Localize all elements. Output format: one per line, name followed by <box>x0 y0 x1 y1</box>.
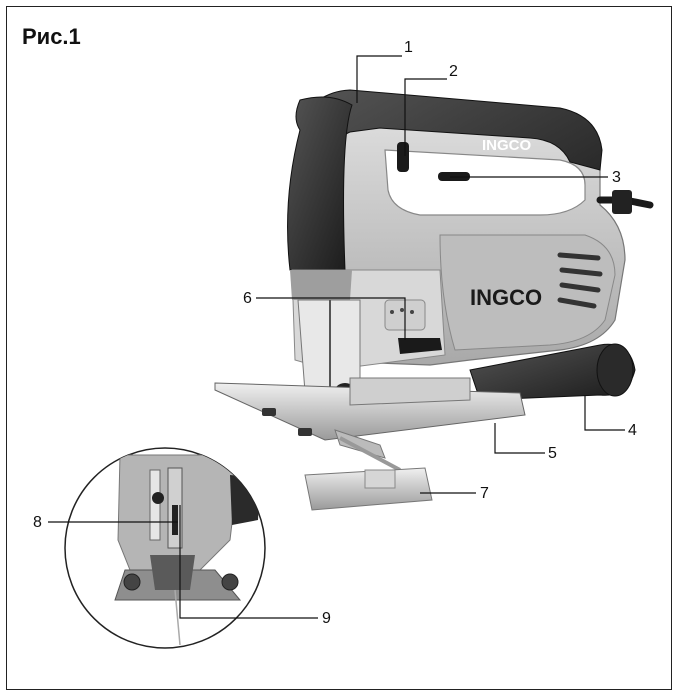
callout-2: 2 <box>449 63 458 80</box>
figure-title: Рис.1 <box>22 24 81 49</box>
jigsaw-body: INGCO INGCO <box>214 89 654 511</box>
brand-logo-top: INGCO <box>482 137 532 154</box>
callout-1: 1 <box>404 39 413 56</box>
callout-6: 6 <box>243 290 252 307</box>
pendulum-lever <box>398 338 442 354</box>
brand-logo-side: INGCO <box>470 285 542 310</box>
callout-4: 4 <box>628 422 637 439</box>
trigger-switch <box>397 142 409 172</box>
leader-lines <box>48 55 625 619</box>
blade-clamp-detail <box>64 447 266 649</box>
callout-8: 8 <box>33 514 42 531</box>
callout-7: 7 <box>480 485 489 502</box>
callout-9: 9 <box>322 610 331 627</box>
callout-3: 3 <box>612 169 621 186</box>
callout-5: 5 <box>548 445 557 462</box>
